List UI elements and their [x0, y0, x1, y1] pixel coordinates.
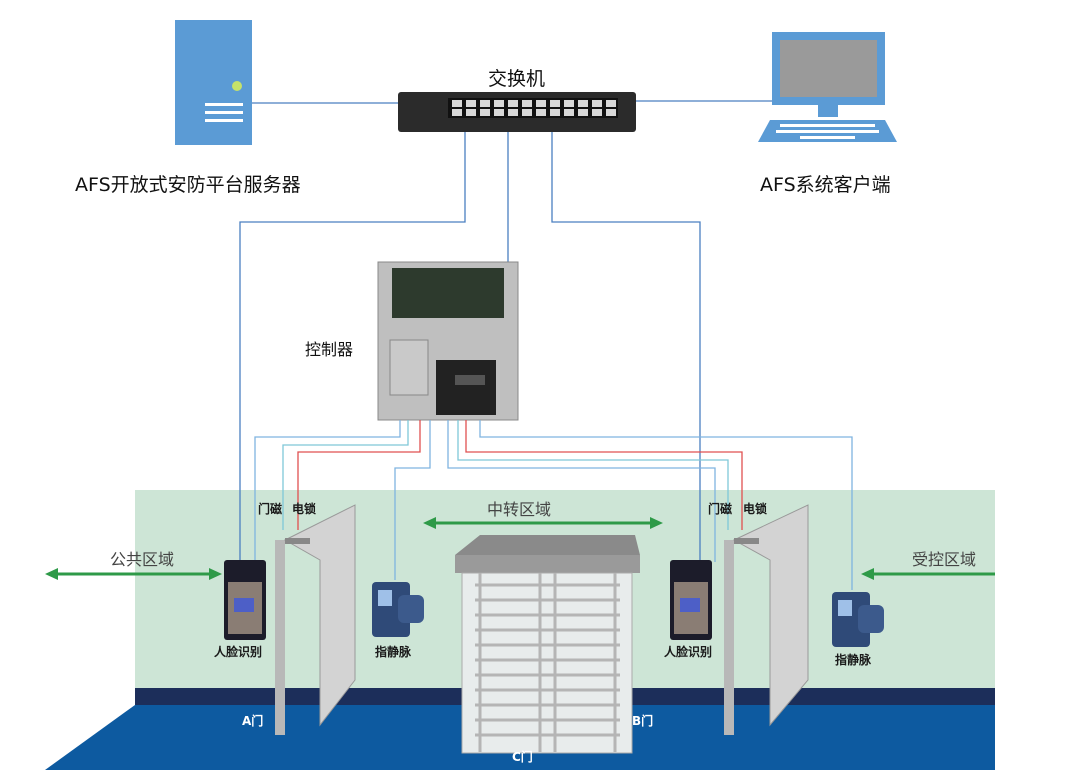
switch-port — [452, 100, 462, 107]
door-b-image — [724, 504, 809, 735]
face-terminal-b-image — [670, 560, 712, 640]
server-label: AFS开放式安防平台服务器 — [75, 174, 301, 196]
client-label: AFS系统客户端 — [760, 174, 891, 196]
switch-port — [564, 100, 574, 107]
switch-port — [508, 100, 518, 107]
controller-label: 控制器 — [305, 340, 354, 359]
door-a-vein-label: 指静脉 — [375, 645, 412, 659]
switch-port — [480, 109, 490, 116]
switch-port — [606, 100, 616, 107]
switch-port — [494, 109, 504, 116]
server-icon — [175, 20, 252, 145]
face-terminal-a-image — [224, 560, 266, 640]
switch-port — [592, 109, 602, 116]
door-a-label: A门 — [242, 714, 264, 728]
door-b-lock-label: 电锁 — [743, 502, 768, 516]
switch-label: 交换机 — [488, 68, 546, 90]
door-a-image — [275, 504, 356, 735]
public-zone-label: 公共区域 — [110, 550, 175, 569]
door-b-sensor-label: 门磁 — [708, 502, 733, 516]
switch-port — [536, 100, 546, 107]
switch-port — [466, 100, 476, 107]
switch-port — [508, 109, 518, 116]
network-cables — [239, 100, 772, 562]
finger-vein-reader-a-image — [372, 582, 424, 637]
switch-port — [550, 100, 560, 107]
finger-vein-reader-b-image — [832, 592, 884, 647]
switch-port — [564, 109, 574, 116]
controller-cabinet-image — [377, 261, 519, 421]
controlled-zone-label: 受控区域 — [912, 550, 977, 569]
door-b-vein-label: 指静脉 — [835, 653, 872, 667]
door-b-face-label: 人脸识别 — [664, 645, 713, 659]
device-wires — [254, 420, 853, 590]
switch-port — [466, 109, 476, 116]
door-b-label: B门 — [632, 714, 654, 728]
switch-port — [592, 100, 602, 107]
door-a-face-label: 人脸识别 — [214, 645, 263, 659]
turnstile-gate-c-image — [455, 535, 640, 754]
network-switch-icon — [398, 92, 636, 132]
switch-port — [606, 109, 616, 116]
client-computer-icon — [758, 32, 897, 142]
switch-port — [550, 109, 560, 116]
door-a-sensor-label: 门磁 — [258, 502, 283, 516]
switch-port — [522, 109, 532, 116]
switch-port — [536, 109, 546, 116]
switch-port — [522, 100, 532, 107]
switch-port — [480, 100, 490, 107]
switch-port — [494, 100, 504, 107]
door-a-lock-label: 电锁 — [292, 502, 317, 516]
switch-port — [452, 109, 462, 116]
transit-zone-label: 中转区域 — [487, 500, 552, 519]
switch-port — [578, 100, 588, 107]
door-c-label: C门 — [512, 750, 533, 764]
zone-arrows — [45, 517, 995, 580]
switch-port — [578, 109, 588, 116]
